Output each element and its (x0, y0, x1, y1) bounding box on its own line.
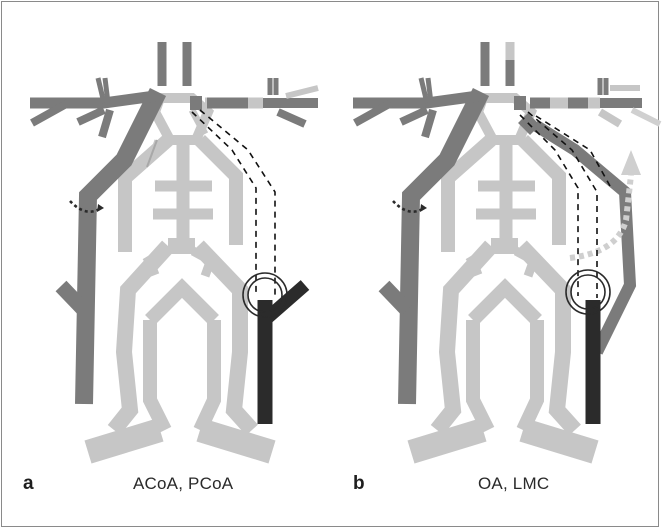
panel-b-diagram (353, 42, 660, 452)
light-twig-b (632, 110, 660, 124)
panel-a-caption: ACoA, PCoA (133, 475, 233, 492)
panel-a-diagram (30, 42, 318, 452)
panel-b-caption: OA, LMC (478, 475, 549, 492)
light-arrow-head (621, 150, 641, 175)
arrow-head-b (420, 204, 427, 212)
light-twig (286, 88, 318, 96)
panel-b-letter: b (353, 474, 365, 493)
arrow-head (97, 204, 104, 212)
light-vessel-tree (88, 98, 272, 452)
panel-a-letter: a (23, 474, 34, 493)
